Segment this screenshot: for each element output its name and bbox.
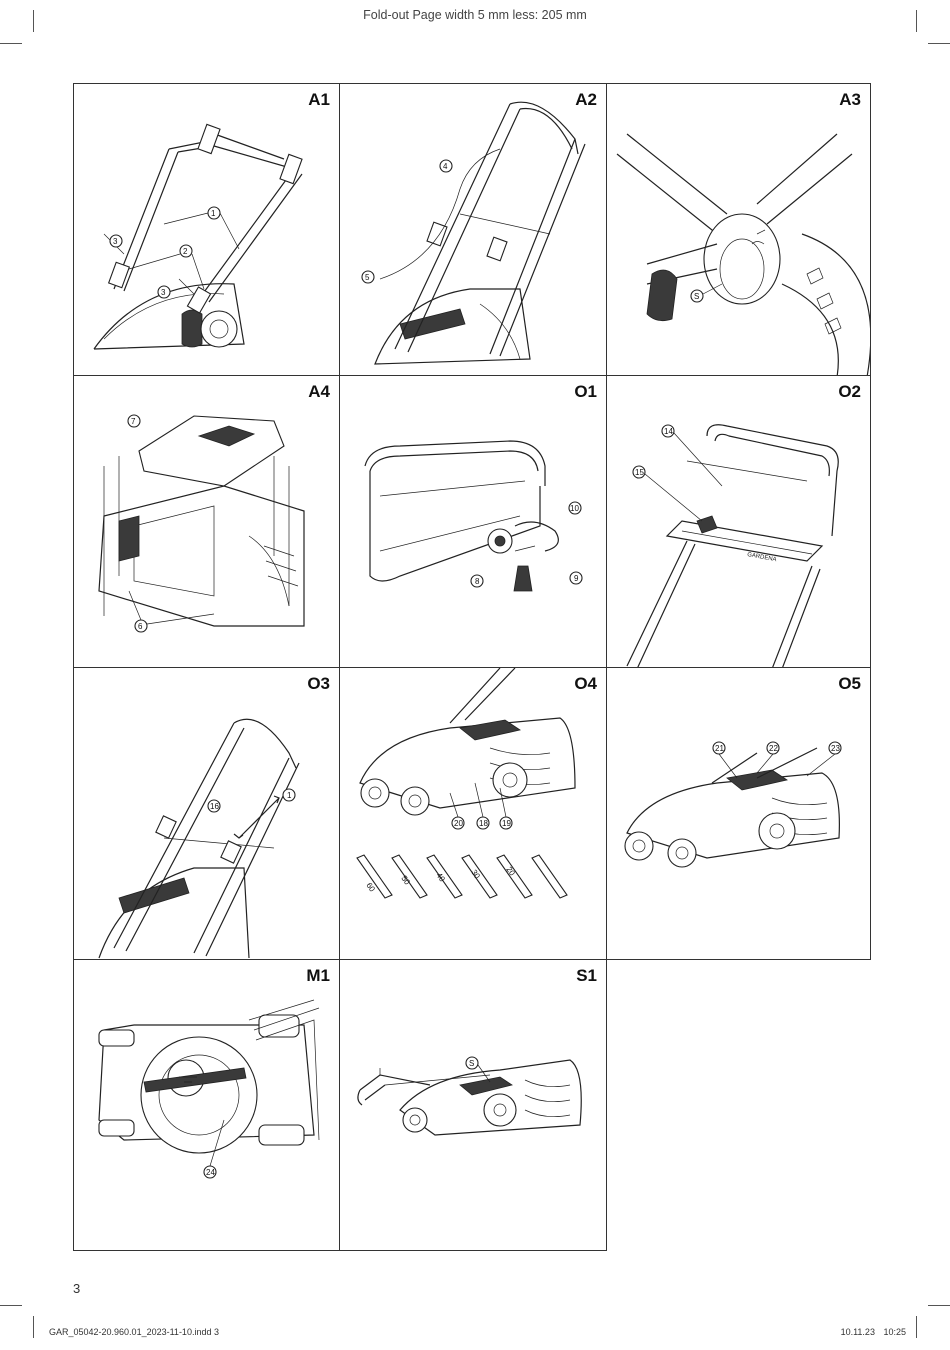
page-number: 3 xyxy=(73,1281,81,1296)
callout-18: 18 xyxy=(479,819,488,828)
panel-label: O1 xyxy=(574,382,597,401)
callout-14: 14 xyxy=(664,427,673,436)
callout-6: 6 xyxy=(138,622,143,631)
panel-label: O3 xyxy=(307,674,330,693)
handle-height-adjust-illustration: 16 1 xyxy=(98,718,300,959)
panel-a2: 4 5 A2 xyxy=(339,83,607,376)
panel-a4: 7 6 A4 xyxy=(73,375,340,668)
footer-timestamp: 10.11.23 10:25 xyxy=(841,1327,906,1337)
footer-file: GAR_05042-20.960.01_2023-11-10.indd 3 xyxy=(49,1327,219,1337)
footer-date: 10.11.23 xyxy=(840,1327,875,1337)
panel-label: A3 xyxy=(839,90,861,109)
crop-mark xyxy=(916,1316,917,1338)
panel-o1: 10 8 9 O1 xyxy=(339,375,607,668)
folded-storage-illustration: S xyxy=(357,1056,582,1136)
cutting-height-illustration: 20 18 19 60 50 40 30 20 xyxy=(356,668,576,899)
underside-blade-illustration: 24 xyxy=(98,999,320,1179)
callout-23: 23 xyxy=(831,744,840,753)
callout-21: 21 xyxy=(715,744,724,753)
footer-time: 10:25 xyxy=(883,1327,906,1337)
panel-o2: GARDENA 14 15 O2 xyxy=(606,375,871,668)
height-lever-detail-illustration: S xyxy=(616,133,870,375)
panel-label: O5 xyxy=(838,674,861,693)
panel-label: S1 xyxy=(576,966,597,985)
callout-2: 2 xyxy=(183,247,188,256)
callout-10: 10 xyxy=(570,504,579,513)
crop-mark xyxy=(0,43,22,44)
callout-20: 20 xyxy=(454,819,463,828)
callout-19: 19 xyxy=(502,819,511,828)
callout-8: 8 xyxy=(475,577,480,586)
switch-box-cable-illustration: 10 8 9 xyxy=(364,440,583,592)
handle-assembly-illustration: 1 2 3 3 xyxy=(93,123,303,350)
grass-box-assembly-illustration: 7 6 xyxy=(98,414,305,633)
panel-m1: 24 M1 xyxy=(73,959,340,1251)
panel-label: A4 xyxy=(308,382,330,401)
crop-mark xyxy=(916,10,917,32)
crop-mark xyxy=(33,1316,34,1338)
crop-mark xyxy=(928,1305,950,1306)
panel-label: O4 xyxy=(574,674,597,693)
callout-3b: 3 xyxy=(161,288,166,297)
panel-o3: 16 1 O3 xyxy=(73,667,340,960)
callout-9: 9 xyxy=(574,574,579,583)
height-settings: 60 50 40 30 20 xyxy=(356,854,568,899)
callout-7: 7 xyxy=(131,417,136,426)
callout-15: 15 xyxy=(635,468,644,477)
callout-1: 1 xyxy=(287,791,292,800)
callout-22: 22 xyxy=(769,744,778,753)
callout-5: 5 xyxy=(365,273,370,282)
start-lever-illustration: GARDENA 14 15 xyxy=(626,424,839,667)
callout-s: S xyxy=(469,1059,474,1068)
brand-text: GARDENA xyxy=(747,552,777,563)
crop-mark xyxy=(928,43,950,44)
panel-o4: 20 18 19 60 50 40 30 20 O4 xyxy=(339,667,607,960)
callout-s: S xyxy=(694,292,699,301)
panel-label: A2 xyxy=(575,90,597,109)
callout-4: 4 xyxy=(443,162,448,171)
callout-16: 16 xyxy=(210,802,219,811)
panel-a1: 1 2 3 3 A1 xyxy=(73,83,340,376)
crop-mark xyxy=(0,1305,22,1306)
panel-label: M1 xyxy=(306,966,330,985)
panel-label: O2 xyxy=(838,382,861,401)
panel-o5: 21 22 23 O5 xyxy=(606,667,871,960)
callout-24: 24 xyxy=(206,1168,215,1177)
cable-routing-illustration: 4 5 xyxy=(361,101,586,365)
panel-label: A1 xyxy=(308,90,330,109)
crop-mark xyxy=(33,10,34,32)
callout-3: 3 xyxy=(113,237,118,246)
callout-1: 1 xyxy=(211,209,216,218)
header-note: Fold-out Page width 5 mm less: 205 mm xyxy=(363,8,587,22)
panel-a3: S A3 xyxy=(606,83,871,376)
battery-insert-illustration: 21 22 23 xyxy=(624,741,842,868)
panel-s1: S S1 xyxy=(339,959,607,1251)
